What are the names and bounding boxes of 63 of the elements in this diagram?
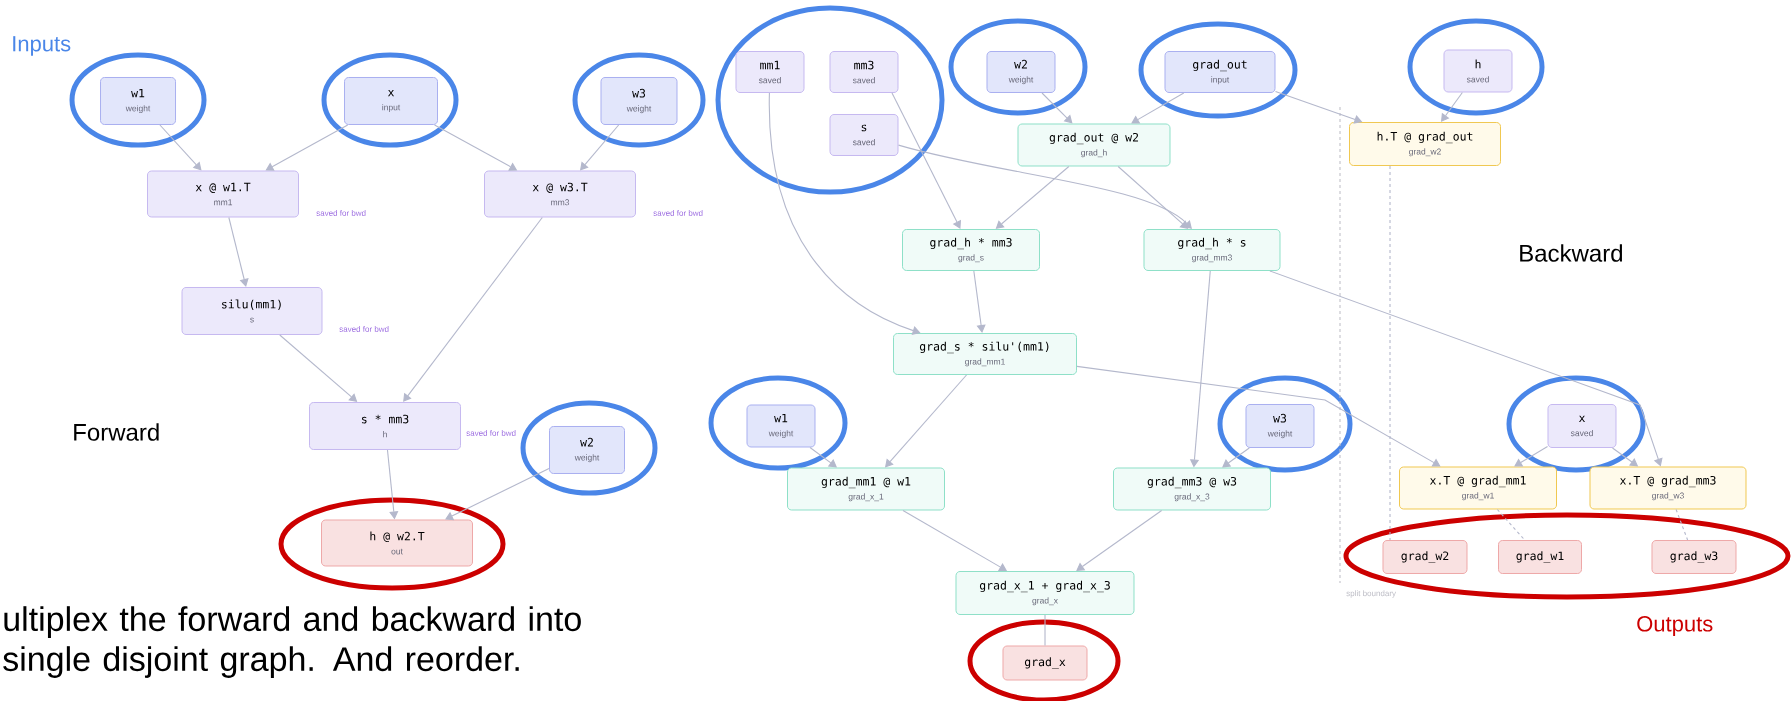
note-text: ultiplex the forward and backward into single disjoint graph. And reorder. [3,606,581,678]
arrow [809,446,837,468]
weight-grad-box: h.T @ grad_out grad_w2 [1349,122,1501,166]
arrow [228,216,249,287]
grad-op-box: grad_mm3 @ w3 grad_x_3 [1113,467,1271,511]
output-box: h @ w2.T out [321,519,473,567]
saved-box: h saved [1443,49,1513,93]
op-box: x @ w3.T mm3 [484,170,636,218]
section-label: Backward [1520,244,1622,262]
input-box: x input [344,77,438,125]
input-box: w1 weight [746,404,816,448]
arrow [1076,365,1441,467]
saved-note: saved for bwd [466,430,516,436]
arrow [995,165,1070,229]
input-box: w3 weight [600,77,678,125]
input-box: grad_out input [1164,51,1276,93]
arrow [768,92,921,335]
connector-line [1675,508,1689,541]
grad-op-box: grad_s * silu'(mm1) grad_mm1 [893,333,1077,375]
arrow [445,468,550,521]
arrow [159,124,202,171]
saved-box: s saved [829,114,899,156]
output-box: grad_w1 [1498,540,1582,574]
saved-box: mm1 saved [735,51,805,93]
arrow [1131,92,1185,124]
op-box: x @ w1.T mm1 [147,170,299,218]
output-box: grad_w3 [1651,540,1737,574]
arrow [1076,509,1163,571]
arrow [891,92,961,229]
saved-note: saved for bwd [316,210,366,216]
arrow [403,216,543,402]
arrow [1041,92,1073,124]
input-box: w2 weight [549,426,625,474]
connector-line [1496,508,1526,541]
saved-note: saved for bwd [653,210,703,216]
saved-box: mm3 saved [829,51,899,93]
arrow [1117,165,1189,229]
arrow [897,144,1192,229]
op-box: s * mm3 h [309,402,461,450]
input-box: w3 weight [1245,404,1315,448]
weight-grad-box: x.T @ grad_mm1 grad_w1 [1399,466,1557,510]
grad-op-box: grad_x_1 + grad_x_3 grad_x [955,571,1135,615]
input-box: w2 weight [986,51,1056,93]
section-label: Outputs [1637,616,1713,636]
weight-grad-box: x.T @ grad_mm3 grad_w3 [1589,466,1747,510]
output-box: grad_w2 [1382,540,1468,574]
grad-op-box: grad_out @ w2 grad_h [1017,123,1171,167]
output-box: grad_x [1002,645,1088,681]
saved-note: saved for bwd [339,326,389,332]
saved-box: x saved [1547,404,1617,448]
grad-op-box: grad_h * s grad_mm3 [1143,229,1281,271]
arrow [1222,447,1250,468]
op-box: silu(mm1) s [181,287,323,335]
arrow [265,124,349,171]
arrow [973,270,986,333]
section-label: Forward [74,423,159,441]
connector-line [1044,614,1046,647]
grad-op-box: grad_mm1 @ w1 grad_x_1 [787,467,945,511]
arrow [1514,446,1549,467]
connector-line [1389,165,1391,541]
section-label: Inputs [13,36,71,56]
grad-op-box: grad_h * mm3 grad_s [902,229,1040,271]
input-box: w1 weight [100,77,176,125]
